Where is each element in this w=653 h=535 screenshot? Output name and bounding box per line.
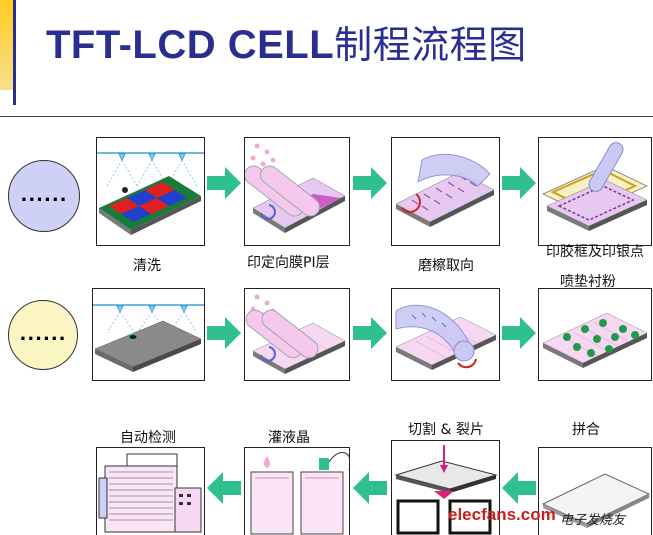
watermark-site: elecfans.com xyxy=(448,505,556,524)
rubbing-illustration xyxy=(395,153,495,227)
step-label-spacer-spray: 喷垫衬粉 xyxy=(560,274,616,290)
step-cleaning-panel xyxy=(96,137,205,246)
arrow-right-icon xyxy=(207,317,241,349)
arrow-right-icon xyxy=(502,167,536,199)
step-seal-print-panel xyxy=(538,137,652,246)
assembly-illustration xyxy=(541,473,651,528)
step-assembly-panel xyxy=(538,447,652,535)
accent-bar-blue xyxy=(13,0,16,105)
step-cleaning-cf-panel xyxy=(92,288,205,381)
arrow-left-icon xyxy=(353,472,387,504)
cleaning-illustration xyxy=(97,152,204,235)
step-label-lc-injection: 灌液晶 xyxy=(268,430,310,446)
row1-circle: ...... xyxy=(8,160,80,232)
step-label-seal-print: 印胶框及印银点 xyxy=(546,244,644,260)
step-label-cleaning: 清洗 xyxy=(133,258,161,274)
arrow-right-icon xyxy=(353,317,387,349)
step-rubbing-cf-panel xyxy=(391,288,500,381)
row2-circle-dots: ...... xyxy=(19,324,67,345)
arrow-left-icon xyxy=(502,472,536,504)
title-divider xyxy=(0,116,653,117)
step-label-cut-break: 切割 & 裂片 xyxy=(408,422,484,438)
step-label-assembly: 拼合 xyxy=(572,422,600,438)
spacer-spray-illustration xyxy=(542,312,648,368)
cleaning-cf-illustration xyxy=(93,304,204,372)
rubbing-cf-illustration xyxy=(395,304,497,370)
arrow-right-icon xyxy=(353,167,387,199)
seal-print-illustration xyxy=(542,142,648,231)
pi-print-cf-illustration xyxy=(245,294,346,374)
step-auto-inspection-panel xyxy=(96,447,205,535)
page-title: TFT-LCD CELL制程流程图 xyxy=(46,14,527,69)
step-rubbing-panel xyxy=(391,137,500,246)
arrow-right-icon xyxy=(207,167,241,199)
step-label-pi-print: 印定向膜PI层 xyxy=(247,255,330,271)
step-label-auto-inspection: 自动检测 xyxy=(120,430,176,446)
auto-inspection-illustration xyxy=(98,453,202,533)
watermark-cn: 电子发烧友 xyxy=(560,513,626,528)
arrow-right-icon xyxy=(502,317,536,349)
lc-injection-illustration xyxy=(250,451,349,535)
step-label-rubbing: 磨檫取向 xyxy=(418,258,474,274)
row2-circle: ...... xyxy=(8,300,78,370)
step-cut-break-panel xyxy=(391,440,500,535)
step-lc-injection-panel xyxy=(244,447,350,535)
title-cn: 制程流程图 xyxy=(334,25,527,67)
step-spacer-spray-panel xyxy=(538,288,652,381)
pi-print-illustration xyxy=(245,143,346,233)
step-pi-print-cf-panel xyxy=(244,288,350,381)
arrow-left-icon xyxy=(207,472,241,504)
row1-circle-dots: ...... xyxy=(20,185,68,206)
accent-bar-yellow xyxy=(0,0,13,90)
title-latin: TFT-LCD CELL xyxy=(46,23,335,67)
step-pi-print-panel xyxy=(244,137,350,246)
cut-break-illustration xyxy=(394,445,498,535)
